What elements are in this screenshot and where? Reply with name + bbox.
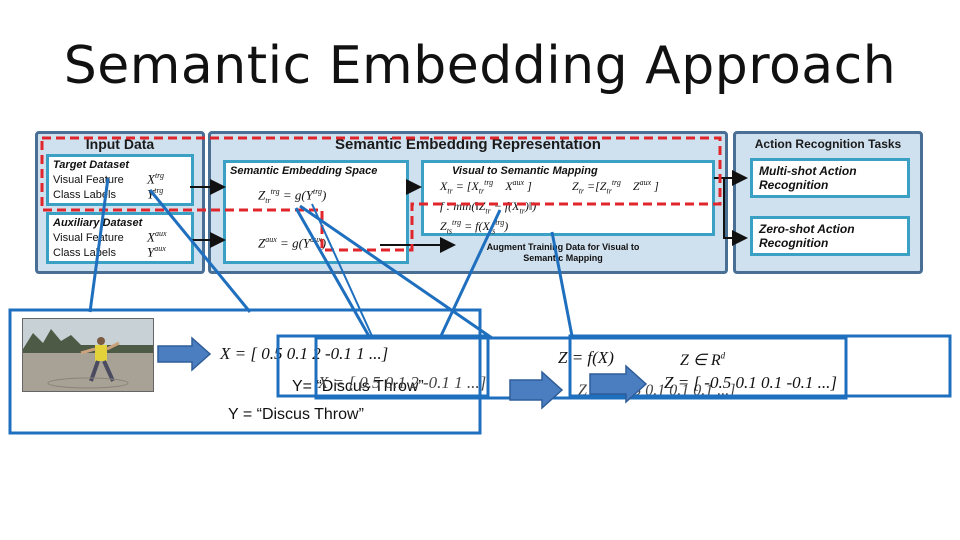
example-box-right [568, 334, 952, 398]
zero-shot-box: Zero-shot Action Recognition [750, 216, 910, 256]
example-box-mid [276, 334, 490, 398]
aux-class-labels-symbol: Yaux [147, 244, 166, 260]
connector-right-to-space [311, 203, 373, 337]
mapping-eq2: Ztr =[Ztrtrg Zaux ] [572, 178, 659, 196]
connector-mid-to-space [294, 207, 372, 339]
athlete-figure-icon [23, 319, 153, 391]
multi-shot-label: Multi-shot Action Recognition [759, 164, 857, 192]
connector-mid2-to-space [299, 204, 493, 340]
z-vector-right: Z = [ -0.5 0.1 0.1 -0.1 ...] [664, 373, 837, 392]
visual-semantic-mapping-box: Visual to Semantic Mapping Xtr = [Xtrtrg… [421, 160, 715, 236]
x-vector-mid: X = [ 0.5 0.1 2 -0.1 1 ...] [318, 373, 487, 392]
zero-shot-label: Zero-shot Action Recognition [759, 222, 855, 250]
input-data-header: Input Data [85, 136, 155, 152]
target-dataset-heading: Target Dataset [53, 159, 130, 171]
multi-shot-box: Multi-shot Action Recognition [750, 158, 910, 198]
mapping-eq1: Xtr = [Xtrtrg Xaux ] [440, 178, 532, 196]
x-vector-left: X = [ 0.5 0.1 2 -0.1 1 ...] [220, 344, 389, 363]
arrow-mid-to-z [509, 370, 564, 410]
y-label-left: Y = “Discus Throw” [228, 406, 364, 423]
example-box-mid2 [314, 336, 848, 400]
example-box-left [8, 308, 482, 435]
y-label-mid: Y= “Discus Throw” [292, 378, 424, 395]
auxiliary-dataset-heading: Auxiliary Dataset [53, 217, 143, 229]
augment-label: Augment Training Data for Visual to Sema… [486, 242, 640, 263]
arrow-photo-to-x [157, 336, 212, 372]
z-function: Z = f(X) [558, 348, 614, 367]
mapping-heading: Visual to Semantic Mapping [452, 165, 598, 177]
input-data-panel: Input Data Target Dataset Visual Feature… [35, 131, 205, 274]
aux-visual-feature-symbol: Xaux [147, 229, 167, 245]
discus-throw-photo [22, 318, 154, 392]
semantic-space-eq1: Ztrtrg = g(Ytrg) [258, 187, 327, 205]
connector-photo-to-target [88, 177, 110, 313]
connector-right-to-mapping [550, 231, 574, 337]
z-space: Z ∈ Rd [680, 350, 726, 369]
aux-class-labels-label: Class Labels [53, 247, 116, 259]
semantic-space-eq2: Zaux = g(Yaux) [258, 235, 327, 251]
semantic-embedding-header: Semantic Embedding Representation [335, 136, 601, 153]
connector-mid-to-mapping [438, 209, 502, 339]
target-dataset-box: Target Dataset Visual Feature Xtrg Class… [46, 154, 194, 206]
action-tasks-header: Action Recognition Tasks [754, 137, 902, 151]
auxiliary-dataset-box: Auxiliary Dataset Visual Feature Xaux Cl… [46, 212, 194, 264]
page-title: Semantic Embedding Approach [63, 36, 897, 96]
action-tasks-panel: Action Recognition Tasks Multi-shot Acti… [733, 131, 923, 274]
target-class-labels-symbol: Ytrg [147, 186, 164, 202]
connector-left-to-classlabels [148, 189, 252, 313]
arrow-z-to-right [589, 364, 648, 404]
arrow-to-zeroshot [723, 178, 748, 246]
semantic-space-heading: Semantic Embedding Space [230, 165, 378, 177]
dashed-highlight-outline [40, 136, 722, 252]
mapping-eq4: Ztstrg = f(Xtstrg) [440, 218, 509, 236]
target-class-labels-label: Class Labels [53, 189, 116, 201]
target-visual-feature-symbol: Xtrg [147, 171, 164, 187]
aux-visual-feature-label: Visual Feature [53, 232, 124, 244]
